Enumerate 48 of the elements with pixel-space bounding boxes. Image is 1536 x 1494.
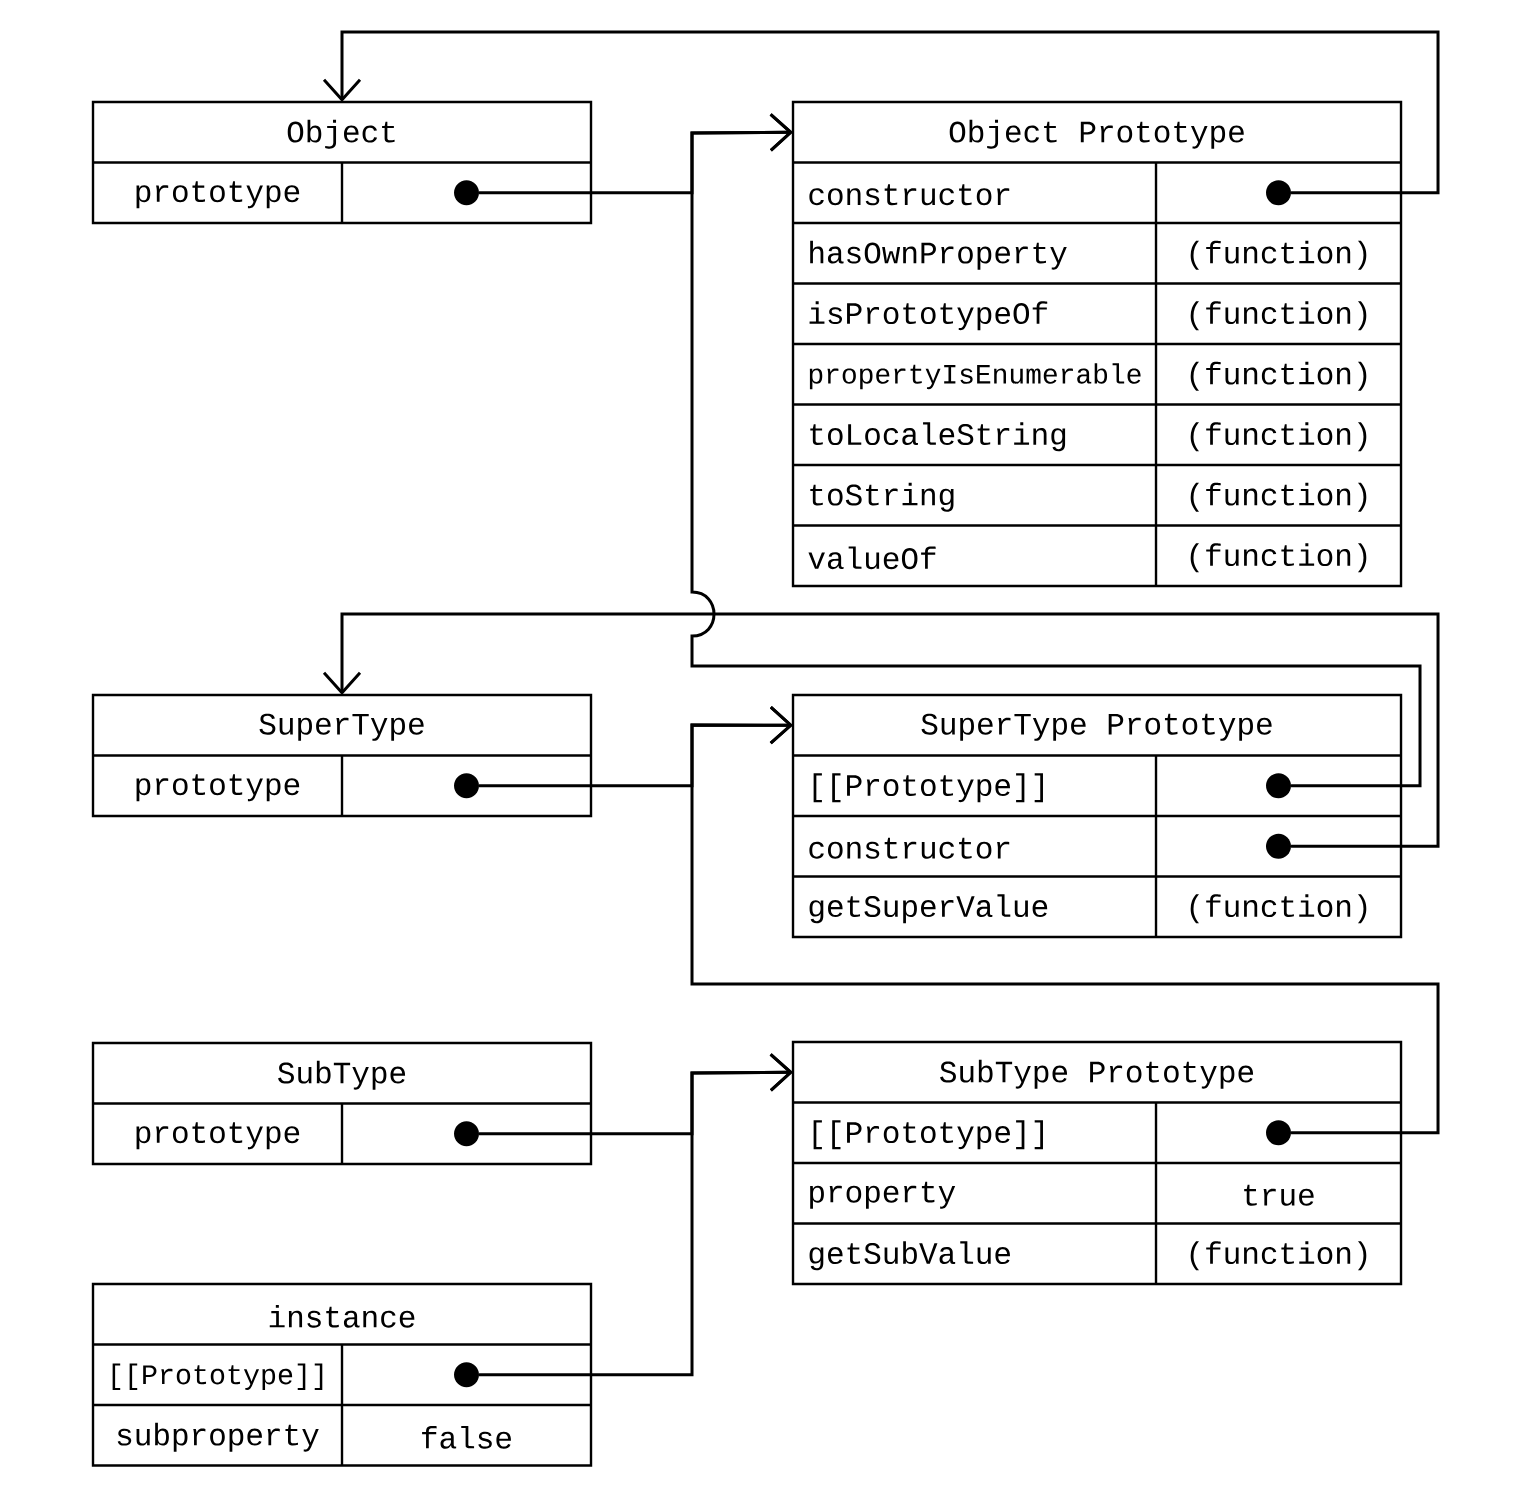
dot	[1266, 833, 1291, 859]
property-name: isPrototypeOf	[809, 301, 1048, 331]
dot	[454, 773, 479, 799]
table-header: SuperType	[259, 713, 424, 741]
property-name: prototype	[136, 181, 300, 209]
property-name: getSubValue	[809, 1241, 1010, 1271]
arrow	[322, 612, 1440, 848]
property-value: (function)	[1190, 301, 1367, 331]
property-value: false	[422, 1425, 511, 1449]
dot	[1266, 773, 1291, 799]
property-name: subproperty	[117, 1422, 319, 1452]
property-name: property	[810, 1181, 956, 1209]
property-name: toString	[810, 482, 954, 512]
property-name: prototype	[136, 774, 300, 802]
property-value: true	[1244, 1184, 1314, 1206]
property-value: (function)	[1190, 482, 1367, 512]
property-value: (function)	[1190, 422, 1367, 452]
table-header: SubType	[278, 1060, 406, 1090]
property-value: (function)	[1190, 543, 1367, 573]
property-name: getSuperValue	[809, 894, 1048, 924]
dot	[1266, 1120, 1291, 1146]
dot	[454, 1121, 479, 1147]
property-value: (function)	[1190, 1241, 1367, 1271]
arrow	[690, 113, 1422, 788]
table-header: SubType Prototype	[940, 1059, 1254, 1089]
property-name: [[Prototype]]	[112, 1363, 323, 1390]
property-name: prototype	[136, 1122, 300, 1150]
property-value: (function)	[1190, 240, 1367, 270]
property-name: valueOf	[808, 546, 936, 570]
arrow	[479, 1053, 793, 1377]
arrow	[322, 30, 1440, 195]
dot	[454, 1362, 479, 1388]
property-name: toLocaleString	[810, 422, 1066, 452]
property-name: constructor	[809, 837, 1010, 859]
table-header: Object	[287, 119, 395, 149]
table-header: Object Prototype	[949, 119, 1244, 149]
table-header: SuperType Prototype	[921, 713, 1272, 741]
property-name: [[Prototype]]	[813, 1120, 1043, 1150]
property-value: (function)	[1190, 894, 1367, 924]
property-value: (function)	[1190, 361, 1367, 391]
property-name: [[Prototype]]	[813, 773, 1043, 803]
property-name: constructor	[809, 184, 1010, 206]
dot	[1266, 180, 1291, 206]
property-name: hasOwnProperty	[810, 240, 1067, 270]
dot	[454, 180, 479, 206]
property-name: propertyIsEnumerable	[809, 363, 1141, 390]
table-header: instance	[269, 1304, 415, 1328]
arrow	[690, 706, 1440, 1135]
